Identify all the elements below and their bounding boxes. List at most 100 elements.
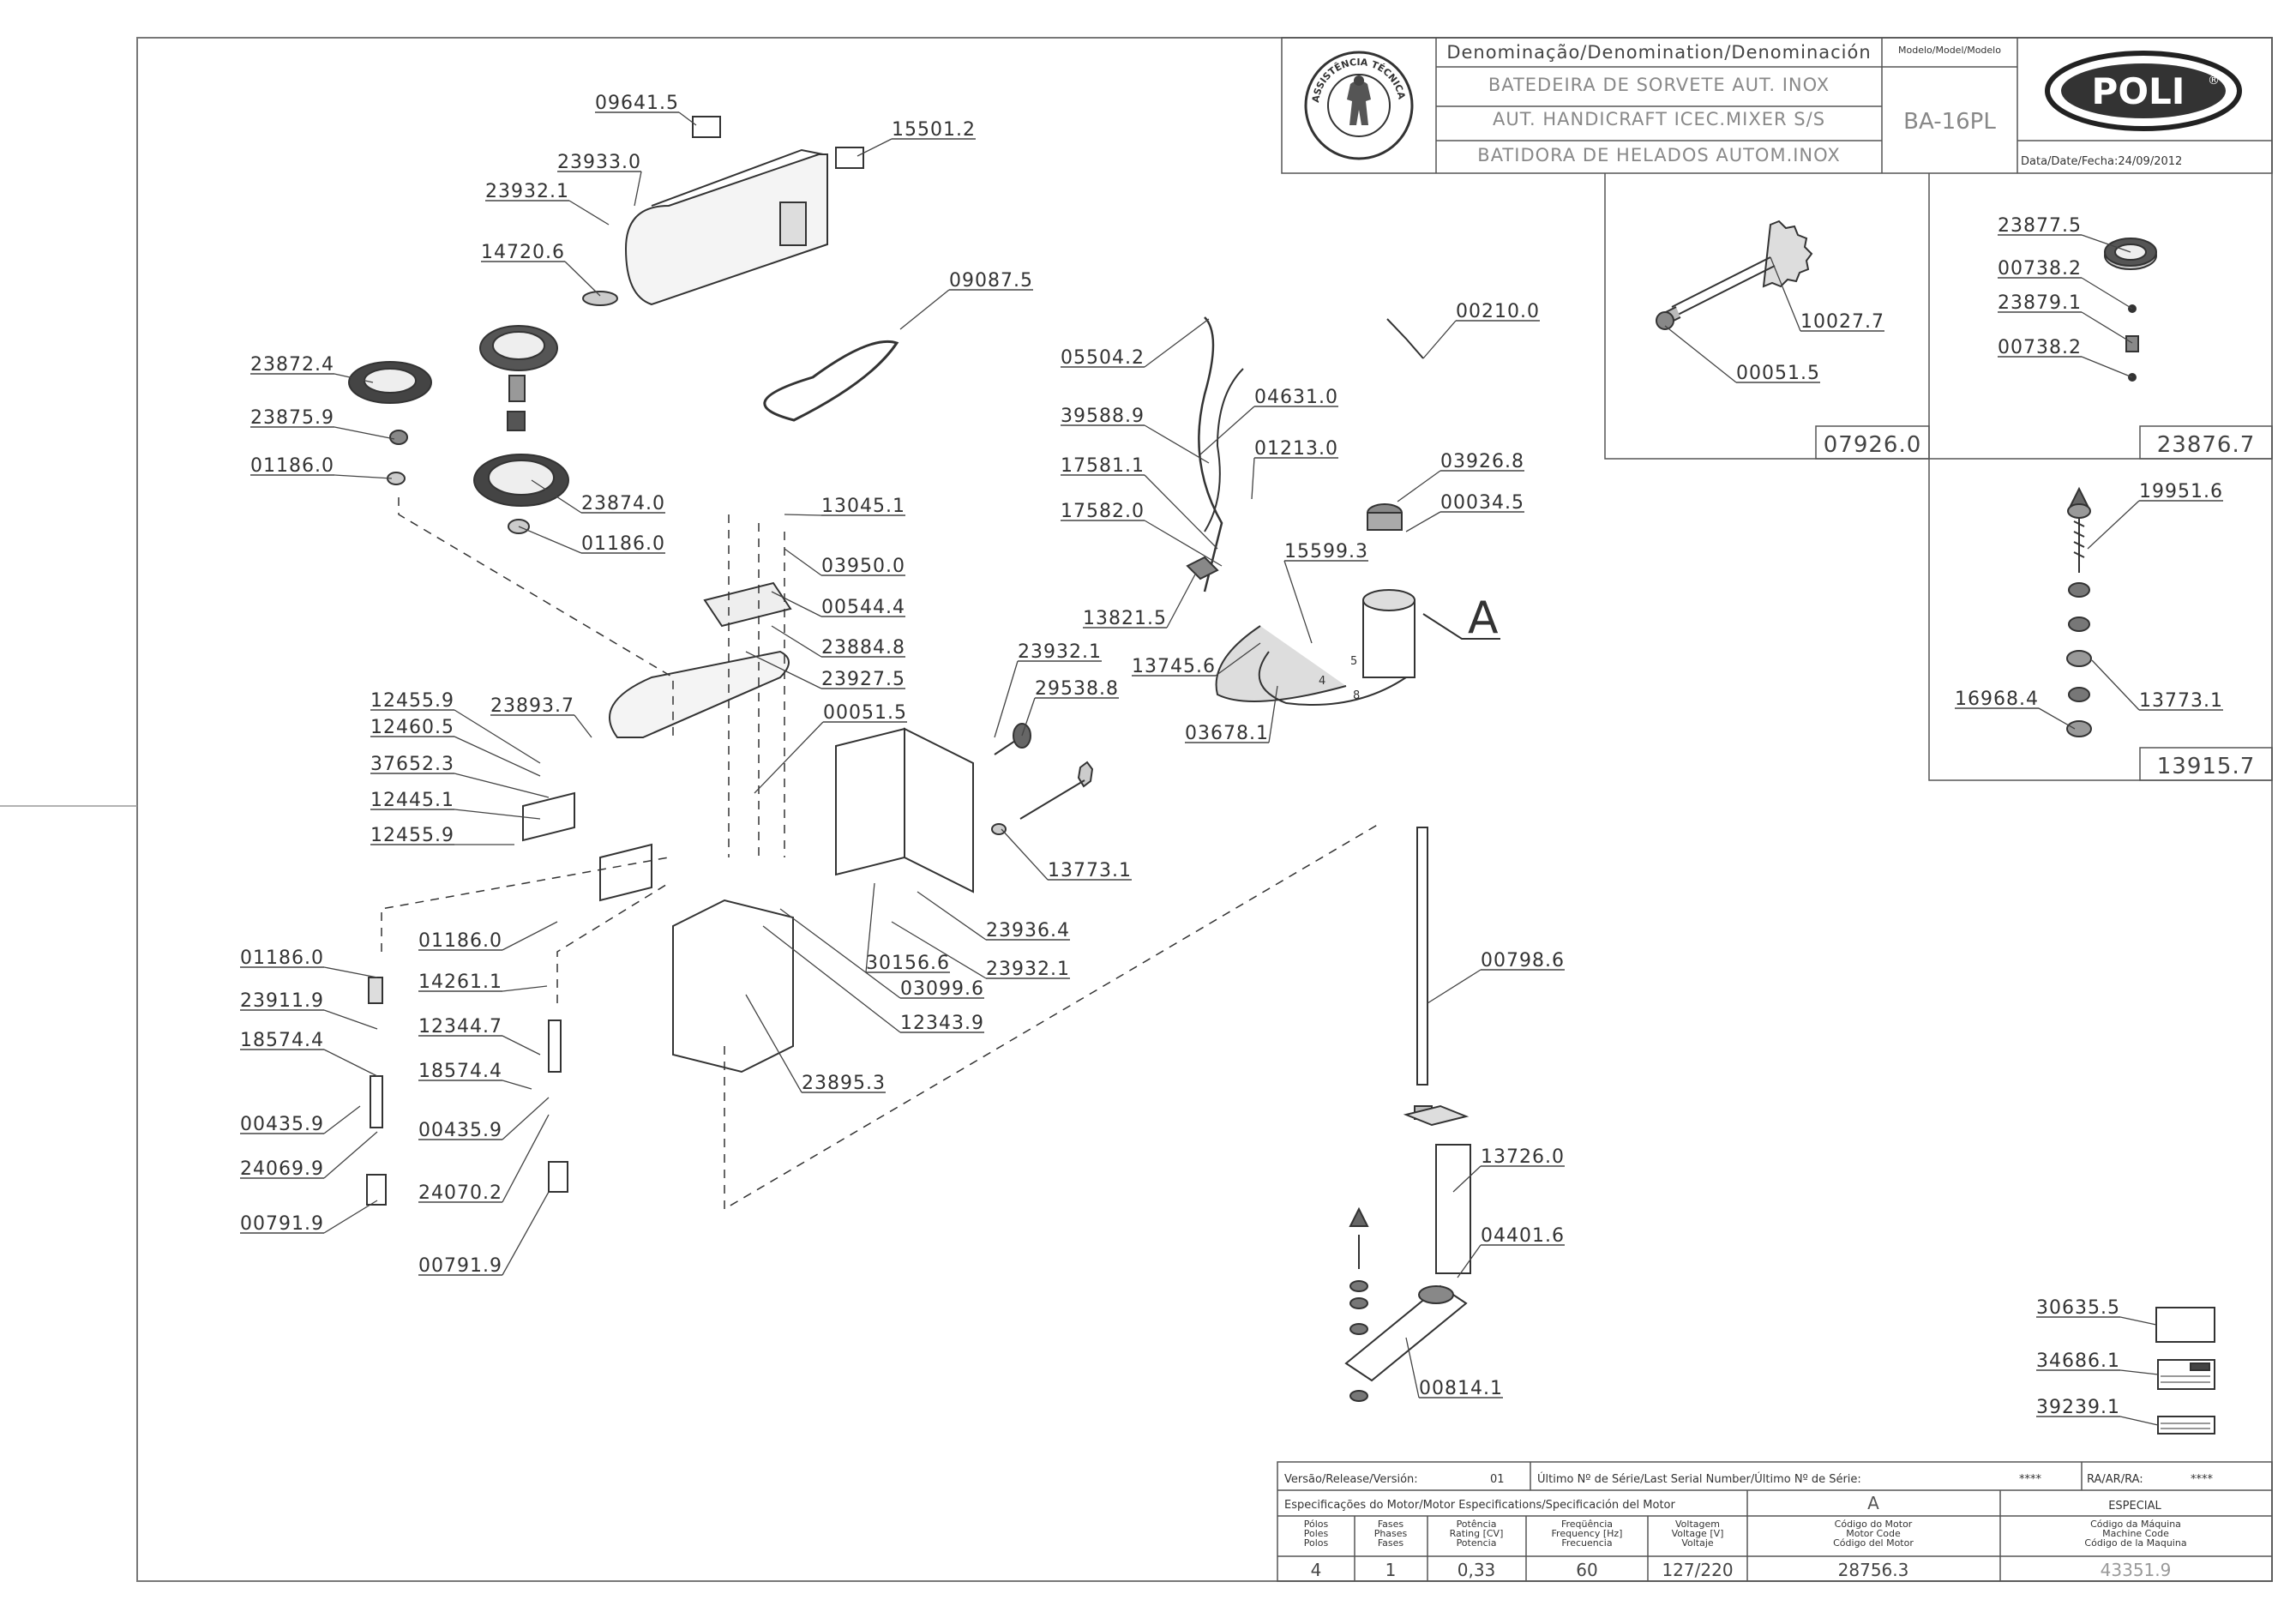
table-column-header: Código de la Maquina bbox=[2084, 1537, 2186, 1549]
part-label-leader bbox=[917, 891, 987, 941]
ra-label: RA/AR/RA: bbox=[2087, 1473, 2143, 1486]
table-column-header: Potencia bbox=[1457, 1537, 1497, 1549]
date: Data/Date/Fecha:24/09/2012 bbox=[2021, 155, 2182, 168]
part-label: 23936.4 bbox=[986, 920, 1070, 941]
part-label-leader bbox=[334, 426, 395, 440]
part-label: 17582.0 bbox=[1061, 501, 1145, 522]
part-label-leader bbox=[454, 736, 541, 777]
spec-table-cells: PólosPolesPolosFasesPhasesFasesPotênciaR… bbox=[1304, 1519, 2187, 1580]
part-label: 23874.0 bbox=[581, 493, 665, 514]
part-label: 13745.6 bbox=[1132, 656, 1216, 677]
motor-letter: A bbox=[1867, 1493, 1879, 1513]
model-code: BA-16PL bbox=[1903, 109, 1996, 135]
part-label: 39588.9 bbox=[1061, 406, 1145, 427]
table-column-header: Polos bbox=[1304, 1537, 1329, 1549]
part-label-leader bbox=[1001, 828, 1049, 881]
ra-value: **** bbox=[2191, 1473, 2214, 1486]
table-column-header: Rating [CV] bbox=[1450, 1528, 1504, 1539]
motor-spec-label: Especificações do Motor/Motor Especifica… bbox=[1284, 1499, 1675, 1512]
part-label-leader bbox=[899, 289, 950, 330]
part-label: 12343.9 bbox=[900, 1013, 984, 1034]
product-name-pt: BATEDEIRA DE SORVETE AUT. INOX bbox=[1488, 75, 1830, 95]
part-label: 12460.5 bbox=[370, 717, 454, 738]
part-label-leader bbox=[1251, 457, 1255, 500]
legend-box-3 bbox=[2157, 1416, 2215, 1435]
serial-label: Último Nº de Série/Last Serial Number/Úl… bbox=[1537, 1472, 1861, 1486]
poli-logo: POLI ® bbox=[2045, 51, 2242, 131]
part-label-leader bbox=[1283, 560, 1313, 644]
part-label: 03950.0 bbox=[821, 556, 905, 577]
part-label: 13821.5 bbox=[1083, 608, 1167, 629]
part-label-leader bbox=[1021, 697, 1036, 737]
authorized-seal: ASSISTÊNCIA TÉCNICA AUTORIZADA bbox=[0, 0, 1414, 160]
title-block bbox=[1281, 37, 2273, 174]
motor-callout: A bbox=[1468, 592, 1499, 644]
part-label-leader bbox=[454, 773, 550, 798]
part-label: 14720.6 bbox=[481, 242, 565, 263]
part-label: 13045.1 bbox=[821, 496, 905, 517]
part-label-leader bbox=[323, 966, 378, 978]
serial-value: **** bbox=[2019, 1473, 2042, 1486]
part-label: 00791.9 bbox=[240, 1213, 324, 1235]
part-label-leader bbox=[502, 1035, 541, 1056]
part-label: 23895.3 bbox=[802, 1073, 886, 1094]
inset3-part-label-leader bbox=[2091, 659, 2140, 711]
part-label-leader bbox=[2119, 1416, 2159, 1426]
part-label: 03678.1 bbox=[1185, 723, 1269, 744]
inset2-part-label-leader bbox=[2081, 311, 2133, 344]
table-value-cell: 127/220 bbox=[1662, 1560, 1733, 1580]
part-label-leader bbox=[994, 660, 1019, 738]
motor-group-number: 4 bbox=[1319, 675, 1325, 688]
part-label: 23872.4 bbox=[250, 354, 334, 376]
part-label: 24069.9 bbox=[240, 1158, 324, 1180]
part-label-leader bbox=[856, 138, 893, 157]
part-label-leader bbox=[762, 925, 901, 1033]
part-label: 04631.0 bbox=[1254, 387, 1338, 408]
part-label-leader bbox=[1405, 511, 1441, 532]
table-column-header: Código da Máquina bbox=[2090, 1519, 2181, 1530]
model-header: Modelo/Model/Modelo bbox=[1898, 45, 2001, 56]
part-label-leader bbox=[771, 591, 822, 617]
inset1-part-label: 00051.5 bbox=[1736, 363, 1820, 384]
part-label: 23932.1 bbox=[485, 181, 569, 202]
table-value-cell: 1 bbox=[1385, 1560, 1397, 1580]
inset2-part-label: 00738.2 bbox=[1998, 337, 2082, 358]
table-column-header: Machine Code bbox=[2102, 1528, 2169, 1539]
drawing-frame bbox=[136, 37, 2273, 1582]
table-column-header: Poles bbox=[1304, 1528, 1329, 1539]
inset3-part-label: 19951.6 bbox=[2139, 481, 2223, 502]
inset3-part-label-leader bbox=[2087, 500, 2140, 550]
part-label-leader bbox=[502, 1114, 550, 1203]
part-label: 34686.1 bbox=[2036, 1350, 2120, 1372]
part-label-leader bbox=[1199, 406, 1255, 455]
special-label: ESPECIAL bbox=[2108, 1500, 2161, 1513]
table-column-header: Código do Motor bbox=[1835, 1519, 1913, 1530]
part-label-leader bbox=[1427, 969, 1482, 1004]
release-value: 01 bbox=[1490, 1473, 1505, 1486]
part-label-leader bbox=[502, 985, 548, 992]
part-label-leader bbox=[323, 1009, 378, 1030]
part-label: 00814.1 bbox=[1419, 1378, 1503, 1399]
part-label-leader bbox=[678, 111, 697, 126]
inset1-code: 07926.0 bbox=[1824, 432, 1922, 458]
table-column-header: Motor Code bbox=[1846, 1528, 1901, 1539]
part-label: 09641.5 bbox=[595, 93, 679, 114]
inset3-part-label-leader bbox=[2038, 707, 2076, 730]
part-label: 30635.5 bbox=[2036, 1297, 2120, 1319]
part-label: 23893.7 bbox=[490, 695, 574, 717]
inset1-part-label-leader bbox=[1664, 325, 1737, 383]
part-label: 01186.0 bbox=[250, 455, 334, 477]
table-column-header: Voltage [V] bbox=[1672, 1528, 1724, 1539]
part-label: 18574.4 bbox=[418, 1061, 502, 1082]
part-label: 12455.9 bbox=[370, 825, 454, 846]
part-labels: 09641.515501.223933.023932.114720.609087… bbox=[240, 93, 2223, 1426]
part-label: 29538.8 bbox=[1035, 678, 1119, 700]
part-label: 23911.9 bbox=[240, 990, 324, 1012]
table-value-cell: 60 bbox=[1576, 1560, 1597, 1580]
small-pulley-drawing bbox=[2104, 238, 2157, 382]
part-label-leader bbox=[1457, 1244, 1482, 1278]
part-label: 00435.9 bbox=[418, 1120, 502, 1141]
part-label-leader bbox=[745, 994, 802, 1093]
part-label-leader bbox=[502, 921, 558, 951]
part-label-leader bbox=[1144, 424, 1210, 464]
